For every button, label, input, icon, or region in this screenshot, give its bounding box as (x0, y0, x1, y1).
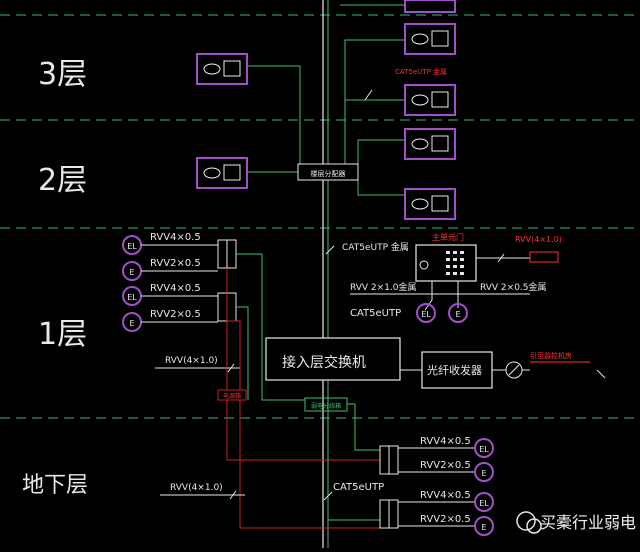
rvv2-label: RVV2×0.5 (420, 460, 471, 471)
indoor-unit (404, 0, 456, 13)
cable-label-top: CAT5eUTP 金属 (395, 67, 447, 76)
floor-labels: 3层 2层 1层 地下层 (22, 57, 88, 498)
door-unit-label: 主单元门 (432, 232, 464, 242)
wire (357, 170, 405, 196)
camera-icon (419, 260, 429, 270)
el-lamp-icon (474, 438, 494, 458)
door-unit-panel (415, 244, 477, 282)
basement-distributor-label: 弱电分线箱 (311, 402, 341, 410)
tick (229, 490, 237, 500)
floor-distributor-label: 楼层分配器 (311, 169, 346, 178)
floor-distributor-box (297, 163, 359, 181)
intercom-units (196, 0, 456, 220)
tick (325, 245, 335, 255)
wire (344, 39, 405, 100)
rvv41-label: RVV(4×1.0) (165, 356, 218, 366)
el-lamp-icon (474, 492, 494, 512)
wire (357, 139, 405, 170)
wire (328, 100, 346, 166)
wechat-icon (516, 511, 536, 531)
el-text: EL (127, 242, 137, 251)
tick (508, 364, 520, 376)
access-switch-label: 接入层交换机 (282, 354, 366, 371)
floor-3-label: 3层 (38, 57, 87, 92)
e-lamp-icon (448, 303, 468, 323)
rvv2-label: RVV2×0.5 (150, 258, 201, 269)
indoor-unit (404, 128, 456, 160)
floor-2-label: 2层 (38, 163, 87, 198)
watermark: 买橐行业弱电 (516, 511, 636, 534)
rvv4-label: RVV4×0.5 (150, 283, 201, 294)
rvv4-label: RVV4×0.5 (150, 232, 201, 243)
cable-label-3: CAT5eUTP (333, 482, 384, 493)
tick (364, 89, 373, 101)
indoor-unit (196, 157, 248, 189)
e-lamp-icon (474, 516, 494, 536)
el-text: EL (421, 310, 431, 319)
el-text: EL (127, 293, 137, 302)
rvv41-label: RVV(4×1.0) (170, 483, 223, 493)
to-center-label: 引至监控机房 (530, 351, 572, 360)
indoor-unit (196, 53, 248, 85)
wire (236, 306, 249, 400)
e-text: E (481, 523, 486, 532)
rvv2-label: RVV2×0.5 (150, 309, 201, 320)
cable-label-1: CAT5eUTP 金属 (342, 241, 409, 253)
el-lamp-icon (416, 303, 436, 323)
power-box-label: 电源箱 (223, 392, 241, 400)
e-text: E (455, 310, 460, 319)
door-rvv-label: RVV(4×1.0) (515, 235, 562, 244)
e-text: E (481, 469, 486, 478)
el-text: EL (479, 499, 489, 508)
rvv4-label: RVV4×0.5 (420, 436, 471, 447)
basement-label: 地下层 (22, 473, 88, 498)
tick (596, 369, 606, 379)
power-wiring (226, 268, 380, 529)
basement-devices: RVV4×0.5 RVV2×0.5 RVV4×0.5 RVV2×0.5 EL E… (379, 436, 494, 536)
watermark-text: 买橐行业弱电 (540, 513, 636, 532)
rvv2-label: RVV2×0.5 (420, 514, 471, 525)
floor-1-label: 1层 (38, 317, 87, 352)
floor-dividers (0, 14, 640, 419)
rvv21-label: RVV 2×1.0金属 (350, 281, 417, 293)
power-box (217, 389, 247, 401)
wire (247, 65, 301, 170)
access-switch-box (265, 337, 401, 381)
el-text: EL (479, 445, 489, 454)
tick (323, 491, 333, 501)
wire (424, 281, 433, 311)
rvv205-label: RVV 2×0.5金属 (480, 281, 547, 293)
wire (236, 253, 305, 401)
floor1-left-devices: EL E EL E RVV4×0.5 RVV2×0.5 RVV4×0.5 RVV… (122, 232, 305, 401)
e-text: E (129, 268, 134, 277)
tick (227, 363, 235, 373)
keypad-icon (446, 251, 464, 275)
basement-wiring (327, 403, 380, 521)
indoor-unit (404, 84, 456, 116)
tick (497, 253, 505, 263)
optical-transceiver-label: 光纤收发器 (427, 363, 482, 377)
cable-label-2: CAT5eUTP (350, 308, 401, 319)
rvv4-label: RVV4×0.5 (420, 490, 471, 501)
indoor-unit (404, 188, 456, 220)
indoor-unit (404, 23, 456, 55)
e-text: E (129, 319, 134, 328)
e-lamp-icon (474, 462, 494, 482)
lock-box (529, 251, 559, 263)
